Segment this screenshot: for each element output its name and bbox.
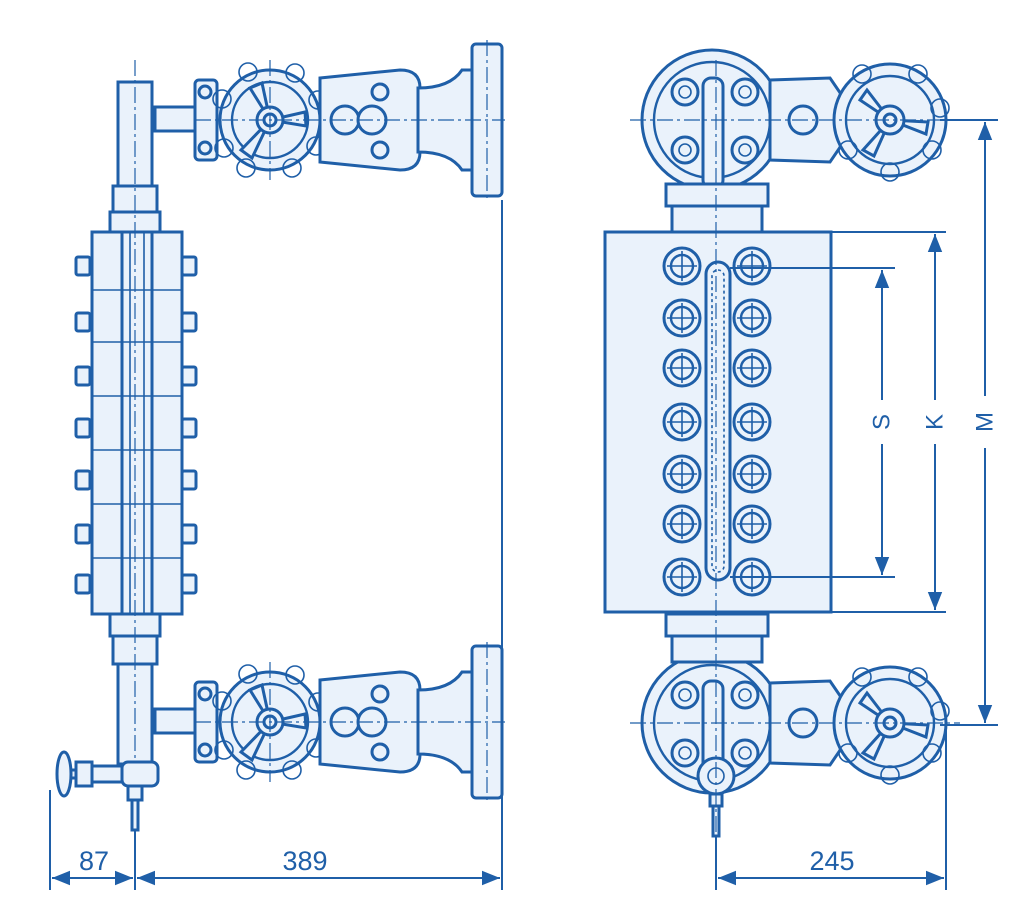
label-k: K (922, 414, 949, 430)
front-view (603, 48, 962, 840)
label-s: S (869, 414, 896, 430)
side-top-valve (153, 38, 507, 202)
side-bottom-valve (153, 640, 507, 804)
dim-valve-length: 389 (282, 846, 327, 876)
front-bottom-valve (628, 651, 962, 795)
dim-handwheel-span: 245 (809, 846, 854, 876)
side-view (55, 38, 507, 840)
dimension-lines (49, 119, 1005, 890)
front-top-valve (628, 48, 962, 192)
dim-drain-offset: 87 (79, 846, 109, 876)
side-drain-valve (55, 750, 160, 832)
label-m: M (972, 412, 999, 432)
